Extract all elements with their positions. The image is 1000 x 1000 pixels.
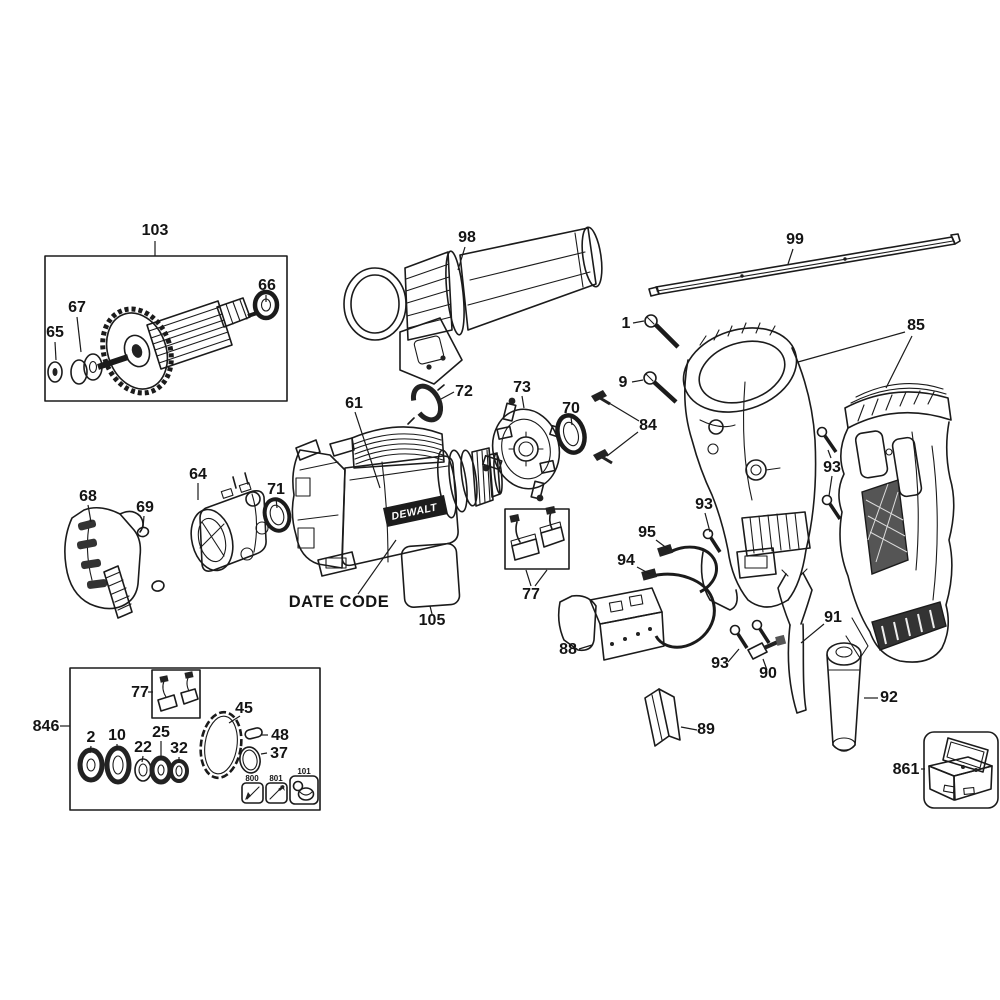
ring-70 [555, 413, 587, 455]
callout-10: 10 [108, 727, 126, 744]
small-part-69 [136, 526, 165, 592]
callout-1: 1 [622, 315, 631, 332]
callout-89: 89 [697, 721, 715, 738]
washer-22 [134, 758, 152, 782]
callout-77-center: 77 [522, 586, 540, 603]
lubricant-box-801 [265, 782, 288, 804]
callout-45: 45 [235, 700, 253, 717]
housing-half-left [682, 322, 817, 611]
nameplate-105 [400, 542, 461, 609]
housing-half-right [838, 383, 955, 663]
callout-91: 91 [824, 609, 842, 626]
callout-66: 66 [258, 277, 276, 294]
leader-lines [54, 241, 925, 770]
side-handle [343, 226, 603, 385]
cord-92 [826, 642, 862, 752]
cover-89 [644, 688, 681, 747]
screw-93-bottom [729, 619, 771, 649]
callout-37: 37 [270, 745, 288, 762]
cord-clamp-90 [747, 634, 787, 660]
callout-90: 90 [759, 665, 777, 682]
depth-rod [648, 233, 961, 297]
callout-95: 95 [638, 524, 656, 541]
callout-103: 103 [142, 222, 169, 239]
brush-box-77 [504, 506, 570, 570]
washer-2 [77, 747, 105, 783]
screws-84 [591, 390, 613, 465]
callout-72: 72 [455, 383, 473, 400]
callout-73: 73 [513, 379, 531, 396]
callout-9: 9 [619, 374, 628, 391]
callout-99: 99 [786, 231, 804, 248]
gearcase-61: DEWALT [291, 426, 503, 577]
lubricant-box-800 [241, 782, 264, 804]
callout-64: 64 [189, 466, 207, 483]
callout-25: 25 [152, 724, 170, 741]
callout-77-inset: 77 [131, 684, 149, 701]
end-cap-68 [64, 506, 144, 619]
callout-846: 846 [33, 718, 60, 735]
grease-box-101 [289, 775, 319, 805]
callout-69: 69 [136, 499, 154, 516]
callout-861: 861 [893, 761, 920, 778]
callout-61: 61 [345, 395, 363, 412]
kitbox-861 [923, 731, 999, 809]
callout-65: 65 [46, 324, 64, 341]
screw-93-left [702, 528, 722, 553]
service-kit-box-846 [69, 667, 321, 811]
field-64 [190, 472, 269, 572]
pin-48 [244, 727, 263, 740]
o-ring-37 [239, 746, 261, 774]
callout-105: 105 [419, 612, 446, 629]
washer-10 [104, 745, 132, 785]
armature-assembly-box [44, 255, 288, 402]
o-ring-45 [199, 710, 243, 780]
screw-1 [644, 314, 680, 349]
callout-92: 92 [880, 689, 898, 706]
callout-85: 85 [907, 317, 925, 334]
washer-32 [169, 759, 189, 783]
callout-801: 801 [269, 774, 283, 783]
ring-71 [262, 497, 292, 533]
callout-98: 98 [458, 229, 476, 246]
callout-67: 67 [68, 299, 86, 316]
callout-70: 70 [562, 400, 580, 417]
callout-68: 68 [79, 488, 97, 505]
washer-25 [149, 755, 173, 785]
switch-88 [557, 587, 665, 661]
callout-93-bottom: 93 [711, 655, 729, 672]
callout-22: 22 [134, 739, 152, 756]
callout-800: 800 [245, 774, 259, 783]
callout-93-left: 93 [695, 496, 713, 513]
date-code-label: DATE CODE [289, 593, 389, 611]
lead-wire-95 [657, 544, 718, 594]
callout-84: 84 [639, 417, 657, 434]
callout-93-top: 93 [823, 459, 841, 476]
washer-65 [47, 361, 63, 383]
callout-48: 48 [271, 727, 289, 744]
screw-93-top [816, 426, 842, 520]
retaining-clip-72 [407, 383, 445, 425]
callout-101: 101 [297, 767, 311, 776]
callout-labels: 103 98 99 66 67 65 1 9 85 72 73 70 84 61… [33, 222, 925, 783]
callout-94: 94 [617, 552, 635, 569]
screw-9 [643, 371, 678, 404]
callout-71: 71 [267, 481, 285, 498]
callout-32: 32 [170, 740, 188, 757]
washer-67 [70, 353, 103, 385]
callout-88: 88 [559, 641, 577, 658]
callout-2: 2 [87, 729, 96, 746]
cord-protector-91 [777, 568, 813, 714]
